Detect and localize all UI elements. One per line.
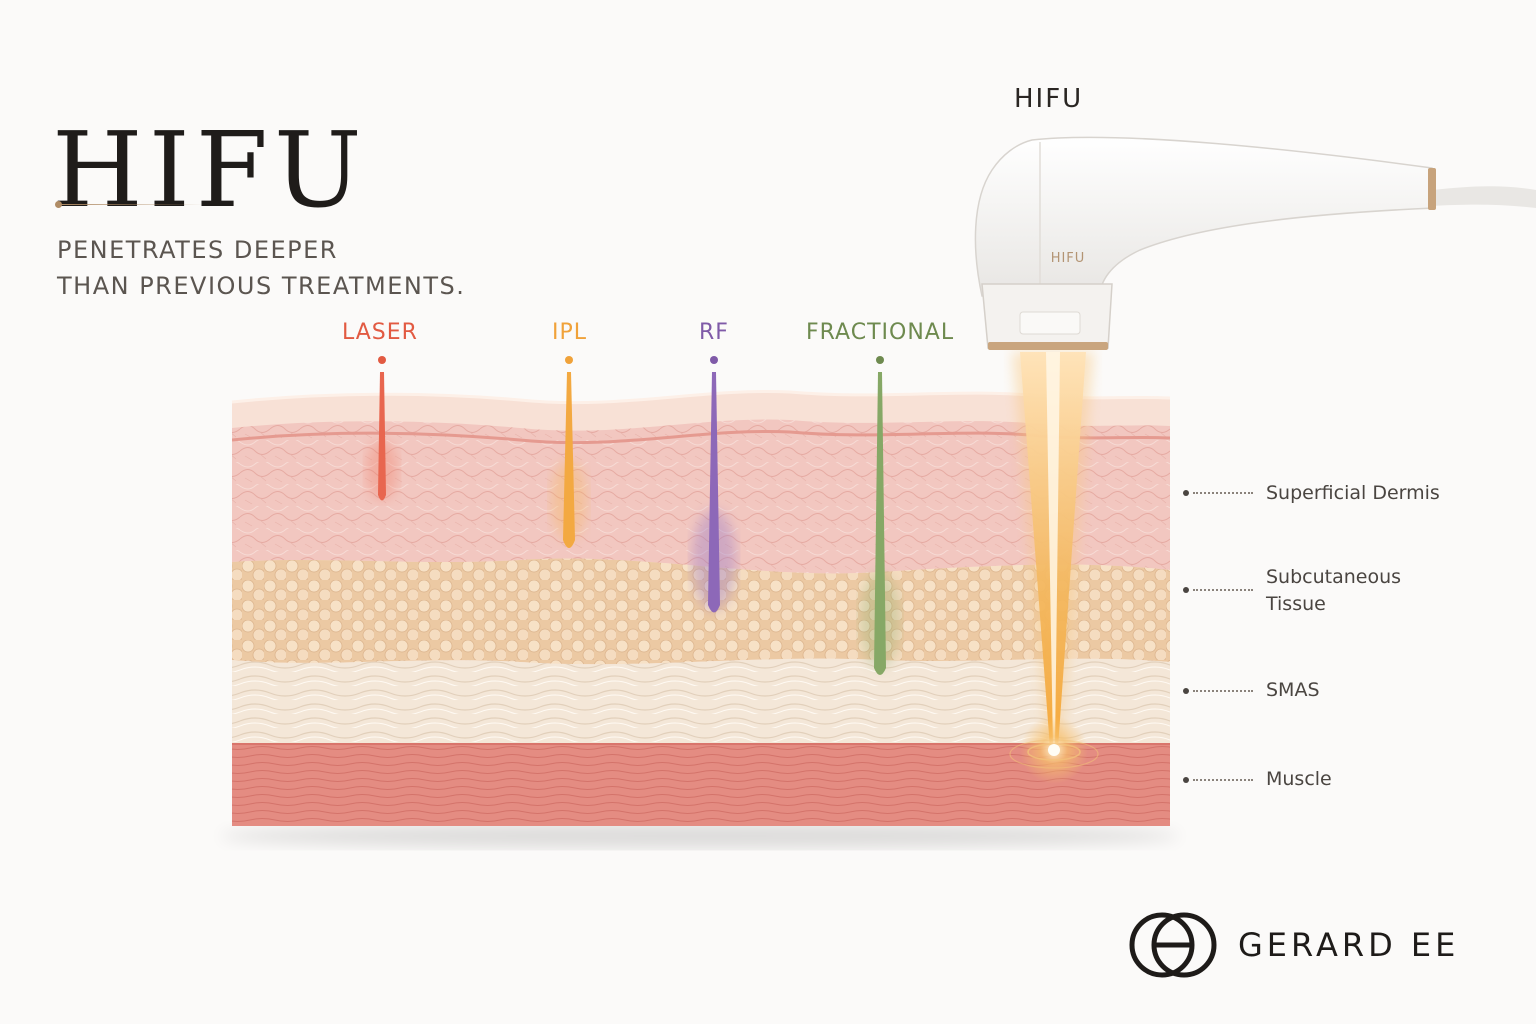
superficial-dermis-layer [232, 419, 1170, 574]
muscle-layer [232, 744, 1170, 826]
leader-line [1193, 492, 1253, 494]
layer-label-smas: SMAS [1266, 677, 1320, 704]
layer-label-line: Tissue [1266, 593, 1326, 615]
device-label: HIFU [1014, 84, 1084, 114]
leader-dot [1183, 777, 1189, 783]
laser-probe [366, 356, 398, 501]
device-gold-ring [1428, 168, 1436, 210]
treatment-label-laser: LASER [342, 320, 418, 345]
layer-label-muscle: Muscle [1266, 766, 1332, 793]
rf-probe [692, 356, 736, 613]
layer-label-line: SMAS [1266, 679, 1320, 701]
treatment-label-rf: RF [699, 320, 729, 345]
leader-line [1193, 589, 1253, 591]
treatment-label-fractional: FRACTIONAL [806, 320, 955, 345]
leader-line [1193, 690, 1253, 692]
device-tip-ring [988, 342, 1108, 350]
subtitle-line-1: PENETRATES DEEPER [57, 236, 338, 264]
layer-label-line: Subcutaneous [1266, 566, 1402, 588]
device-cable [1432, 186, 1536, 208]
subcutaneous-tissue-layer [232, 558, 1170, 665]
device-body [974, 136, 1435, 297]
ipl-probe [551, 356, 587, 548]
leader-dot [1183, 490, 1189, 496]
subtitle-line-2: THAN PREVIOUS TREATMENTS. [57, 272, 466, 300]
leader-line [1193, 779, 1253, 781]
device-logo-text: HIFU [1051, 251, 1086, 266]
layer-label-subcutaneous-tissue: Subcutaneous Tissue [1266, 564, 1401, 618]
treatment-label-ipl: IPL [552, 320, 588, 345]
page-subtitle: PENETRATES DEEPER THAN PREVIOUS TREATMEN… [57, 232, 465, 304]
layer-label-superficial-dermis: Superficial Dermis [1266, 480, 1440, 507]
leader-dot [1183, 587, 1189, 593]
brand-name: GERARD EE [1238, 926, 1460, 964]
leader-dot [1183, 688, 1189, 694]
title-divider-dot [55, 201, 62, 208]
layer-label-line: Muscle [1266, 768, 1332, 790]
block-shadow [220, 824, 1180, 848]
hifu-beam [1009, 352, 1099, 784]
hifu-handpiece [974, 136, 1536, 350]
fractional-probe [860, 356, 900, 675]
smas-layer [232, 658, 1170, 744]
layer-label-line: Superficial Dermis [1266, 482, 1440, 504]
title-divider [60, 204, 205, 205]
brand-logo-icon [1129, 912, 1217, 978]
